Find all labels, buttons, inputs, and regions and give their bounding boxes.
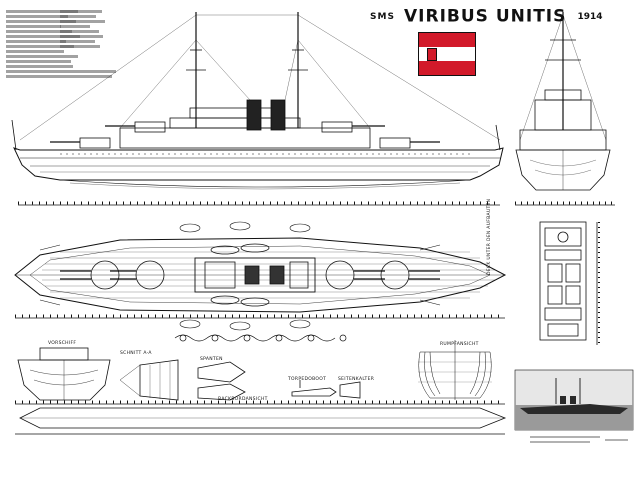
label-rumpf: RUMPFANSICHT xyxy=(440,342,479,347)
deck-detail-vertical xyxy=(539,221,600,345)
label-torpedoboot: TORPEDOBOOT xyxy=(288,377,327,382)
footer-text xyxy=(530,436,628,443)
funnel-fore-top xyxy=(244,265,260,285)
specifications-block xyxy=(6,8,126,80)
flag-bottom-stripe xyxy=(419,61,475,75)
label-vertical-note: DECK UNTER DEN AUFBAUTEN xyxy=(487,198,492,275)
torpedo-boat-detail xyxy=(291,380,337,397)
title-block: SMS VIRIBUS UNITIS 1914 xyxy=(370,6,603,27)
ship-photograph xyxy=(514,369,634,431)
turret-b-side xyxy=(134,121,166,133)
label-vorschiff: VORSCHIFF xyxy=(48,341,77,346)
deck-plan-view xyxy=(14,221,507,331)
turret-a-side xyxy=(79,137,111,149)
funnel-aft xyxy=(270,99,286,131)
bow-end-view xyxy=(515,12,611,191)
boat-outline-row xyxy=(174,334,347,342)
turret-c-top xyxy=(325,260,355,290)
superstructure xyxy=(119,127,371,149)
turret-c-side xyxy=(321,121,353,133)
propeller-detail xyxy=(197,361,246,401)
hull-profile xyxy=(13,147,504,181)
funnel-fore xyxy=(246,99,262,131)
funnel-aft-top xyxy=(269,265,285,285)
bottom-hull-plan xyxy=(15,400,507,435)
turret-b-top xyxy=(135,260,165,290)
ship-name-title: VIRIBUS UNITIS xyxy=(404,6,567,27)
body-plan-view xyxy=(418,340,492,400)
label-seitenkalter: SEITENKALTER xyxy=(338,377,375,382)
turret-a-top xyxy=(90,260,120,290)
flag-middle-stripe xyxy=(419,47,475,61)
rudder-detail xyxy=(339,381,361,399)
flag-crest-icon xyxy=(427,48,437,61)
label-section-a-a: SCHNITT A-A xyxy=(120,351,152,356)
specifications-block-2 xyxy=(60,8,120,50)
section-a-a-view xyxy=(119,359,179,401)
turret-d-top xyxy=(380,260,410,290)
label-spanten: SPANTEN xyxy=(200,357,223,362)
cross-section-view xyxy=(17,347,111,401)
title-prefix: SMS xyxy=(370,11,395,22)
flag-top-stripe xyxy=(419,33,475,47)
side-profile-view xyxy=(11,12,504,190)
turret-d-side xyxy=(379,137,411,149)
label-backbordansicht: BACKBORDANSICHT xyxy=(218,397,268,402)
austro-hungarian-naval-flag xyxy=(418,32,476,76)
scale-bar-top xyxy=(18,201,500,206)
title-year: 1914 xyxy=(577,11,603,22)
